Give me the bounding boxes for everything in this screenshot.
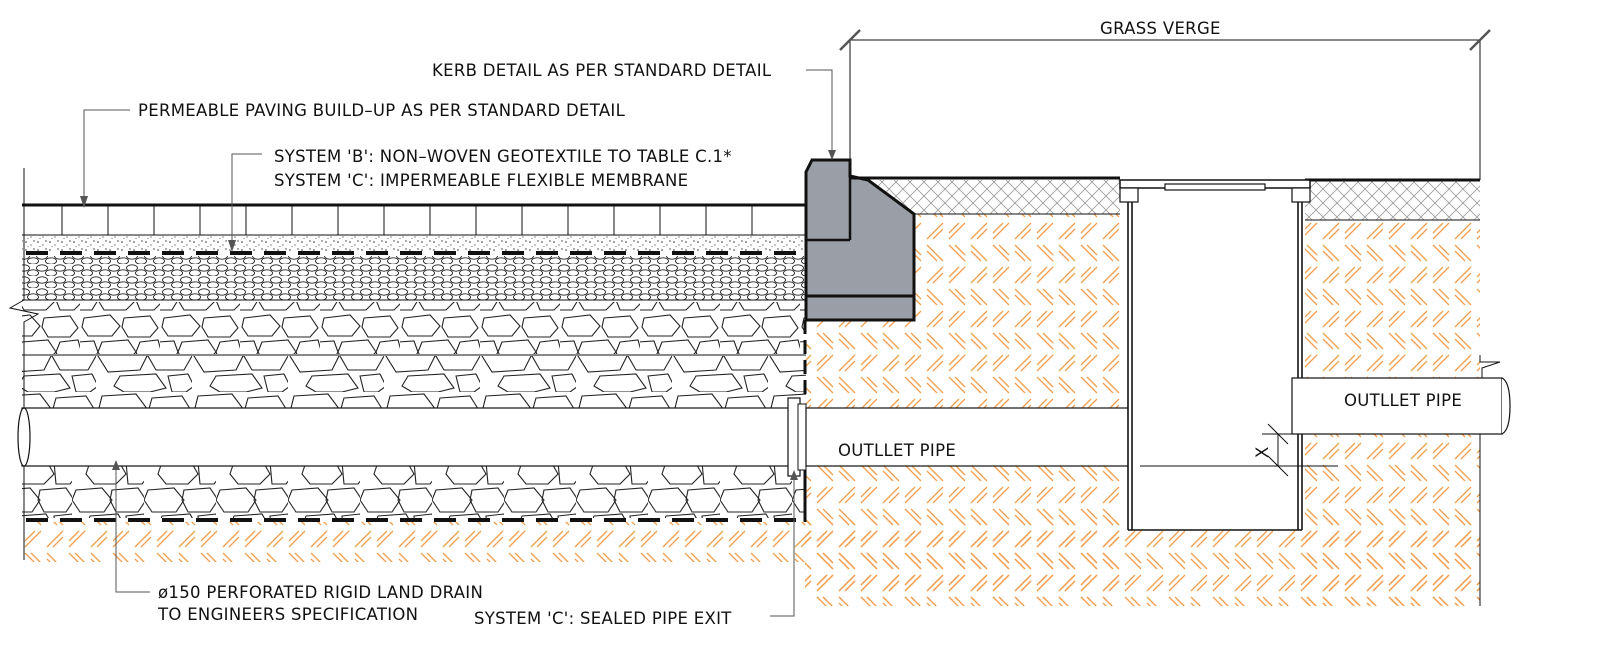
- topsoil-verge: [868, 180, 1480, 220]
- outlet-pipe-left-label: OUTLLET PIPE: [838, 441, 956, 460]
- land-drain-label-line1: ø150 PERFORATED RIGID LAND DRAIN: [158, 583, 483, 602]
- invert-dimension: [1140, 423, 1338, 477]
- grass-verge-dimension: [839, 29, 1491, 180]
- system-c-membrane-label: SYSTEM 'C': IMPERMEABLE FLEXIBLE MEMBRAN…: [274, 171, 688, 190]
- system-b-label: SYSTEM 'B': NON–WOVEN GEOTEXTILE TO TABL…: [274, 147, 732, 166]
- dimension-x-label: X: [1253, 446, 1272, 458]
- inspection-chamber: [1119, 179, 1311, 531]
- verge-surface: [850, 176, 1480, 221]
- outlet-pipe-right-label: OUTLLET PIPE: [1344, 391, 1462, 410]
- sealed-pipe-exit-label: SYSTEM 'C': SEALED PIPE EXIT: [474, 609, 732, 628]
- land-drain-pipe: [17, 397, 1141, 477]
- permeable-paving-section: [8, 168, 807, 560]
- leader-lines: [83, 69, 833, 617]
- paving-block-joints: [61, 205, 753, 235]
- outlet-pipe-right: [1291, 355, 1511, 606]
- kerb-detail-label: KERB DETAIL AS PER STANDARD DETAIL: [432, 61, 772, 80]
- paving-buildup-label: PERMEABLE PAVING BUILD–UP AS PER STANDAR…: [138, 101, 626, 120]
- land-drain-label-line2: TO ENGINEERS SPECIFICATION: [157, 605, 418, 624]
- kerb-unit: [804, 158, 916, 322]
- grass-verge-label: GRASS VERGE: [1100, 19, 1221, 38]
